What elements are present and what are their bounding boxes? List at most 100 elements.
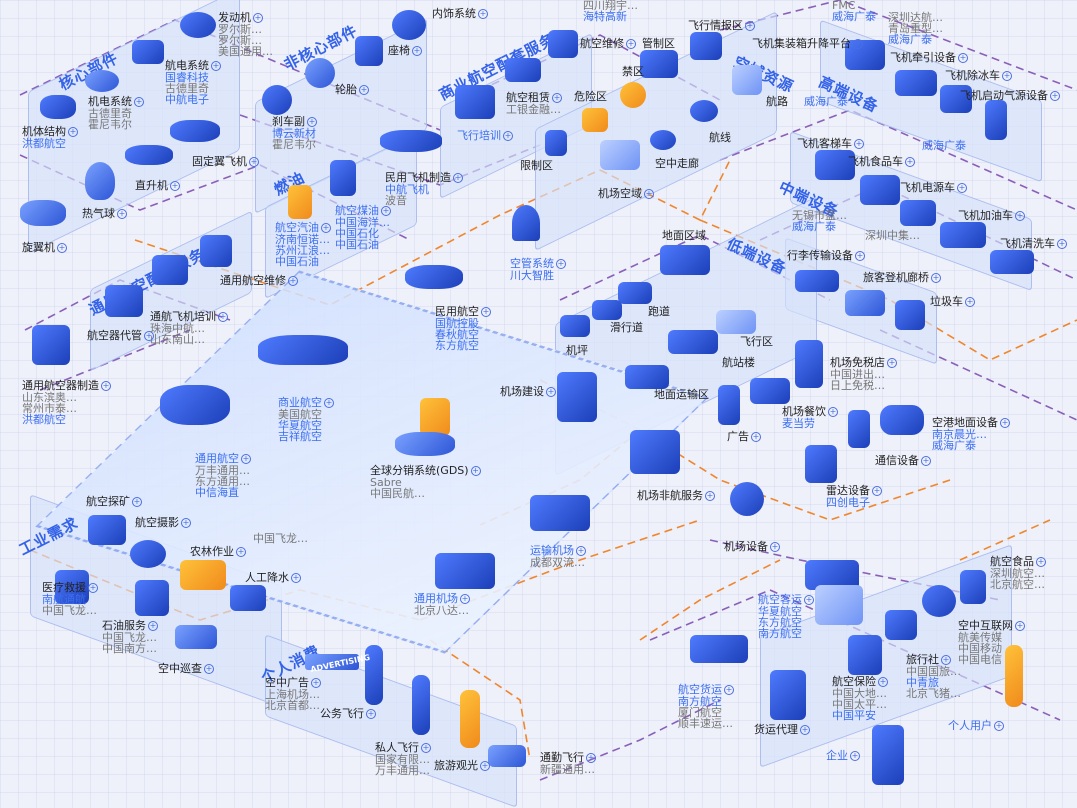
node-label[interactable]: 企业+ [826, 749, 860, 762]
node-label[interactable]: 威海广泰 [922, 139, 966, 152]
node-label[interactable]: 航空保险+中国大地…中国太平…中国平安 [832, 675, 888, 722]
node-label[interactable]: 机场餐饮+麦当劳 [782, 405, 838, 430]
node-label[interactable]: 航空维修+ [580, 37, 636, 50]
node-label[interactable]: 地面区域 [662, 229, 706, 242]
node-label[interactable]: 机体结构+洪都航空 [22, 125, 78, 150]
enterprise-building-icon [872, 725, 904, 785]
node-label[interactable]: 飞行区 [740, 335, 773, 348]
node-label[interactable]: 直升机+ [135, 179, 180, 192]
node-label[interactable]: 飞机清洗车+ [1000, 237, 1067, 250]
node-label[interactable]: 公务飞行+ [320, 707, 376, 720]
node-label[interactable]: 通用航空+万丰通用…东方通用…中信海直 [195, 452, 251, 499]
node-label[interactable]: 空中走廊 [655, 157, 699, 170]
node-label[interactable]: 空港地面设备+南京晨光…威海广泰 [932, 416, 1010, 452]
node-label[interactable]: 机场免税店+中国进出…日上免税… [830, 356, 897, 392]
node-label[interactable]: 空中互联网+航美传媒中国移动中国电信 [958, 619, 1025, 666]
node-label[interactable]: 货运代理+ [754, 723, 810, 736]
node-label[interactable]: 商业航空+美国航空华夏航空吉祥航空 [278, 396, 334, 443]
node-label[interactable]: 管制区 [642, 37, 675, 50]
node-label[interactable]: 机场空域+ [598, 187, 654, 200]
node-label[interactable]: 飞行培训+ [457, 129, 513, 142]
node-label[interactable]: 行李传输设备+ [787, 249, 865, 262]
node-label[interactable]: 飞机电源车+ [900, 181, 967, 194]
ad-board-icon [718, 385, 740, 425]
node-label[interactable]: 医疗救援+南航通航中国飞龙… [42, 581, 98, 617]
rain-plane-icon [230, 585, 266, 611]
node-label[interactable]: 通勤飞行+新疆通用… [540, 751, 596, 776]
node-label[interactable]: 广告+ [727, 430, 761, 443]
node-label[interactable]: 跑道 [648, 305, 670, 318]
node-label[interactable]: 飞机启动气源设备+ [960, 89, 1060, 102]
node-label[interactable]: 航空食品+深圳航空…北京航空… [990, 555, 1046, 591]
node-label[interactable]: 机场建设+ [500, 385, 556, 398]
node-label[interactable]: 滑行道 [610, 321, 643, 334]
node-label[interactable]: 个人用户+ [948, 719, 1004, 732]
node-label[interactable]: 地面运输区 [654, 388, 709, 401]
node-label[interactable]: 通航飞机培训+珠海中航…山东南山… [150, 310, 228, 346]
node-label[interactable]: 通信设备+ [875, 454, 931, 467]
node-label[interactable]: 机坪 [566, 344, 588, 357]
node-label[interactable]: 飞行情报区+ [688, 19, 755, 32]
node-label[interactable]: 航空探矿+ [86, 495, 142, 508]
node-label[interactable]: 航线 [709, 131, 731, 144]
node-label[interactable]: 空中巡查+ [158, 662, 214, 675]
node-label[interactable]: 航站楼 [722, 356, 755, 369]
node-label[interactable]: 石油服务+中国飞龙…中国南方… [102, 619, 158, 655]
node-label[interactable]: 私人飞行+国家有限…万丰通用… [375, 741, 431, 777]
node-label[interactable]: 机场非航服务+ [637, 489, 715, 502]
node-label[interactable]: 禁区 [622, 65, 644, 78]
node-label[interactable]: 垃圾车+ [930, 295, 975, 308]
node-label[interactable]: 发动机+罗尔斯…罗尔斯…美国通用… [218, 11, 273, 58]
node-label[interactable]: 深圳中集… [865, 229, 920, 242]
node-label[interactable]: 内饰系统+ [432, 7, 488, 20]
node-label[interactable]: 航空煤油+中国海洋…中国石化中国石油 [335, 204, 391, 251]
node-label[interactable]: 航空摄影+ [135, 516, 191, 529]
node-label[interactable]: 旅游观光+ [434, 759, 490, 772]
node-label[interactable]: 座椅+ [388, 44, 422, 57]
node-label[interactable]: 飞机加油车+ [958, 209, 1025, 222]
node-label[interactable]: 飞机食品车+ [848, 155, 915, 168]
node-label[interactable]: 机场设备+ [724, 540, 780, 553]
node-label[interactable]: 固定翼飞机+ [192, 155, 259, 168]
node-label[interactable]: 机电系统+古德里奇霍尼韦尔 [88, 95, 144, 131]
node-label[interactable]: 热气球+ [82, 207, 127, 220]
node-label[interactable]: 民用航空+国航控股春秋航空东方航空 [435, 305, 491, 352]
node-label[interactable]: 航空器代管+ [87, 329, 154, 342]
apron-icon [560, 315, 590, 337]
node-label[interactable]: 限制区 [520, 159, 553, 172]
node-label[interactable]: 航空汽油+济南恒诺…苏州江浪…中国石油 [275, 221, 331, 268]
node-label[interactable]: 飞机除冰车+ [945, 69, 1012, 82]
flight-training-icon [455, 85, 495, 119]
node-label[interactable]: 四川翔宇…海特高新 [583, 0, 638, 23]
node-label[interactable]: 人工降水+ [245, 571, 301, 584]
node-label[interactable]: 通用航空器制造+山东滨奥…常州市泰…洪都航空 [22, 379, 111, 426]
node-label[interactable]: 危险区 [574, 90, 607, 103]
node-label[interactable]: 通用航空维修+ [220, 274, 298, 287]
node-label[interactable]: 航空客运+华夏航空东方航空南方航空 [758, 593, 814, 640]
node-label[interactable]: 运输机场+成都双流… [530, 544, 586, 569]
node-label[interactable]: 空管系统+川大智胜 [510, 257, 566, 282]
node-label[interactable]: 旅客登机廊桥+ [863, 271, 941, 284]
node-label[interactable]: 无锡市蓝…威海广泰 [792, 209, 847, 233]
node-label[interactable]: 通用机场+北京八达… [414, 592, 470, 617]
node-label[interactable]: 空中广告+上海机场…北京首都… [265, 676, 321, 712]
node-label[interactable]: 飞机客梯车+ [797, 137, 864, 150]
node-label[interactable]: 旋翼机+ [22, 241, 67, 254]
node-label[interactable]: 刹车副+博云新材霍尼韦尔 [272, 115, 317, 151]
node-label[interactable]: 轮胎+ [335, 83, 369, 96]
node-label[interactable]: 农林作业+ [190, 545, 246, 558]
node-label[interactable]: 雷达设备+四创电子 [826, 484, 882, 509]
node-label[interactable]: 旅行社+中国国旅…中青旅北京飞猪… [906, 653, 961, 700]
node-label[interactable]: 飞机牵引设备+ [890, 51, 968, 64]
node-label[interactable]: 航路 [766, 95, 788, 108]
node-label[interactable]: 航空货运+南方航空厦门航空顺丰速运… [678, 683, 734, 730]
node-label[interactable]: 威海广泰 [804, 95, 848, 108]
tire-icon [305, 58, 335, 88]
node-label[interactable]: 深圳达航…青岛重型…威海广泰 [888, 11, 943, 46]
node-label[interactable]: 民用飞机制造+中航飞机波音 [385, 171, 463, 207]
node-label[interactable]: 航电系统+国睿科技古德里奇中航电子 [165, 59, 221, 106]
node-label[interactable]: 飞机集装箱升降平台+ [752, 37, 863, 50]
node-label[interactable]: 航空租赁+工银金融… [506, 91, 562, 116]
